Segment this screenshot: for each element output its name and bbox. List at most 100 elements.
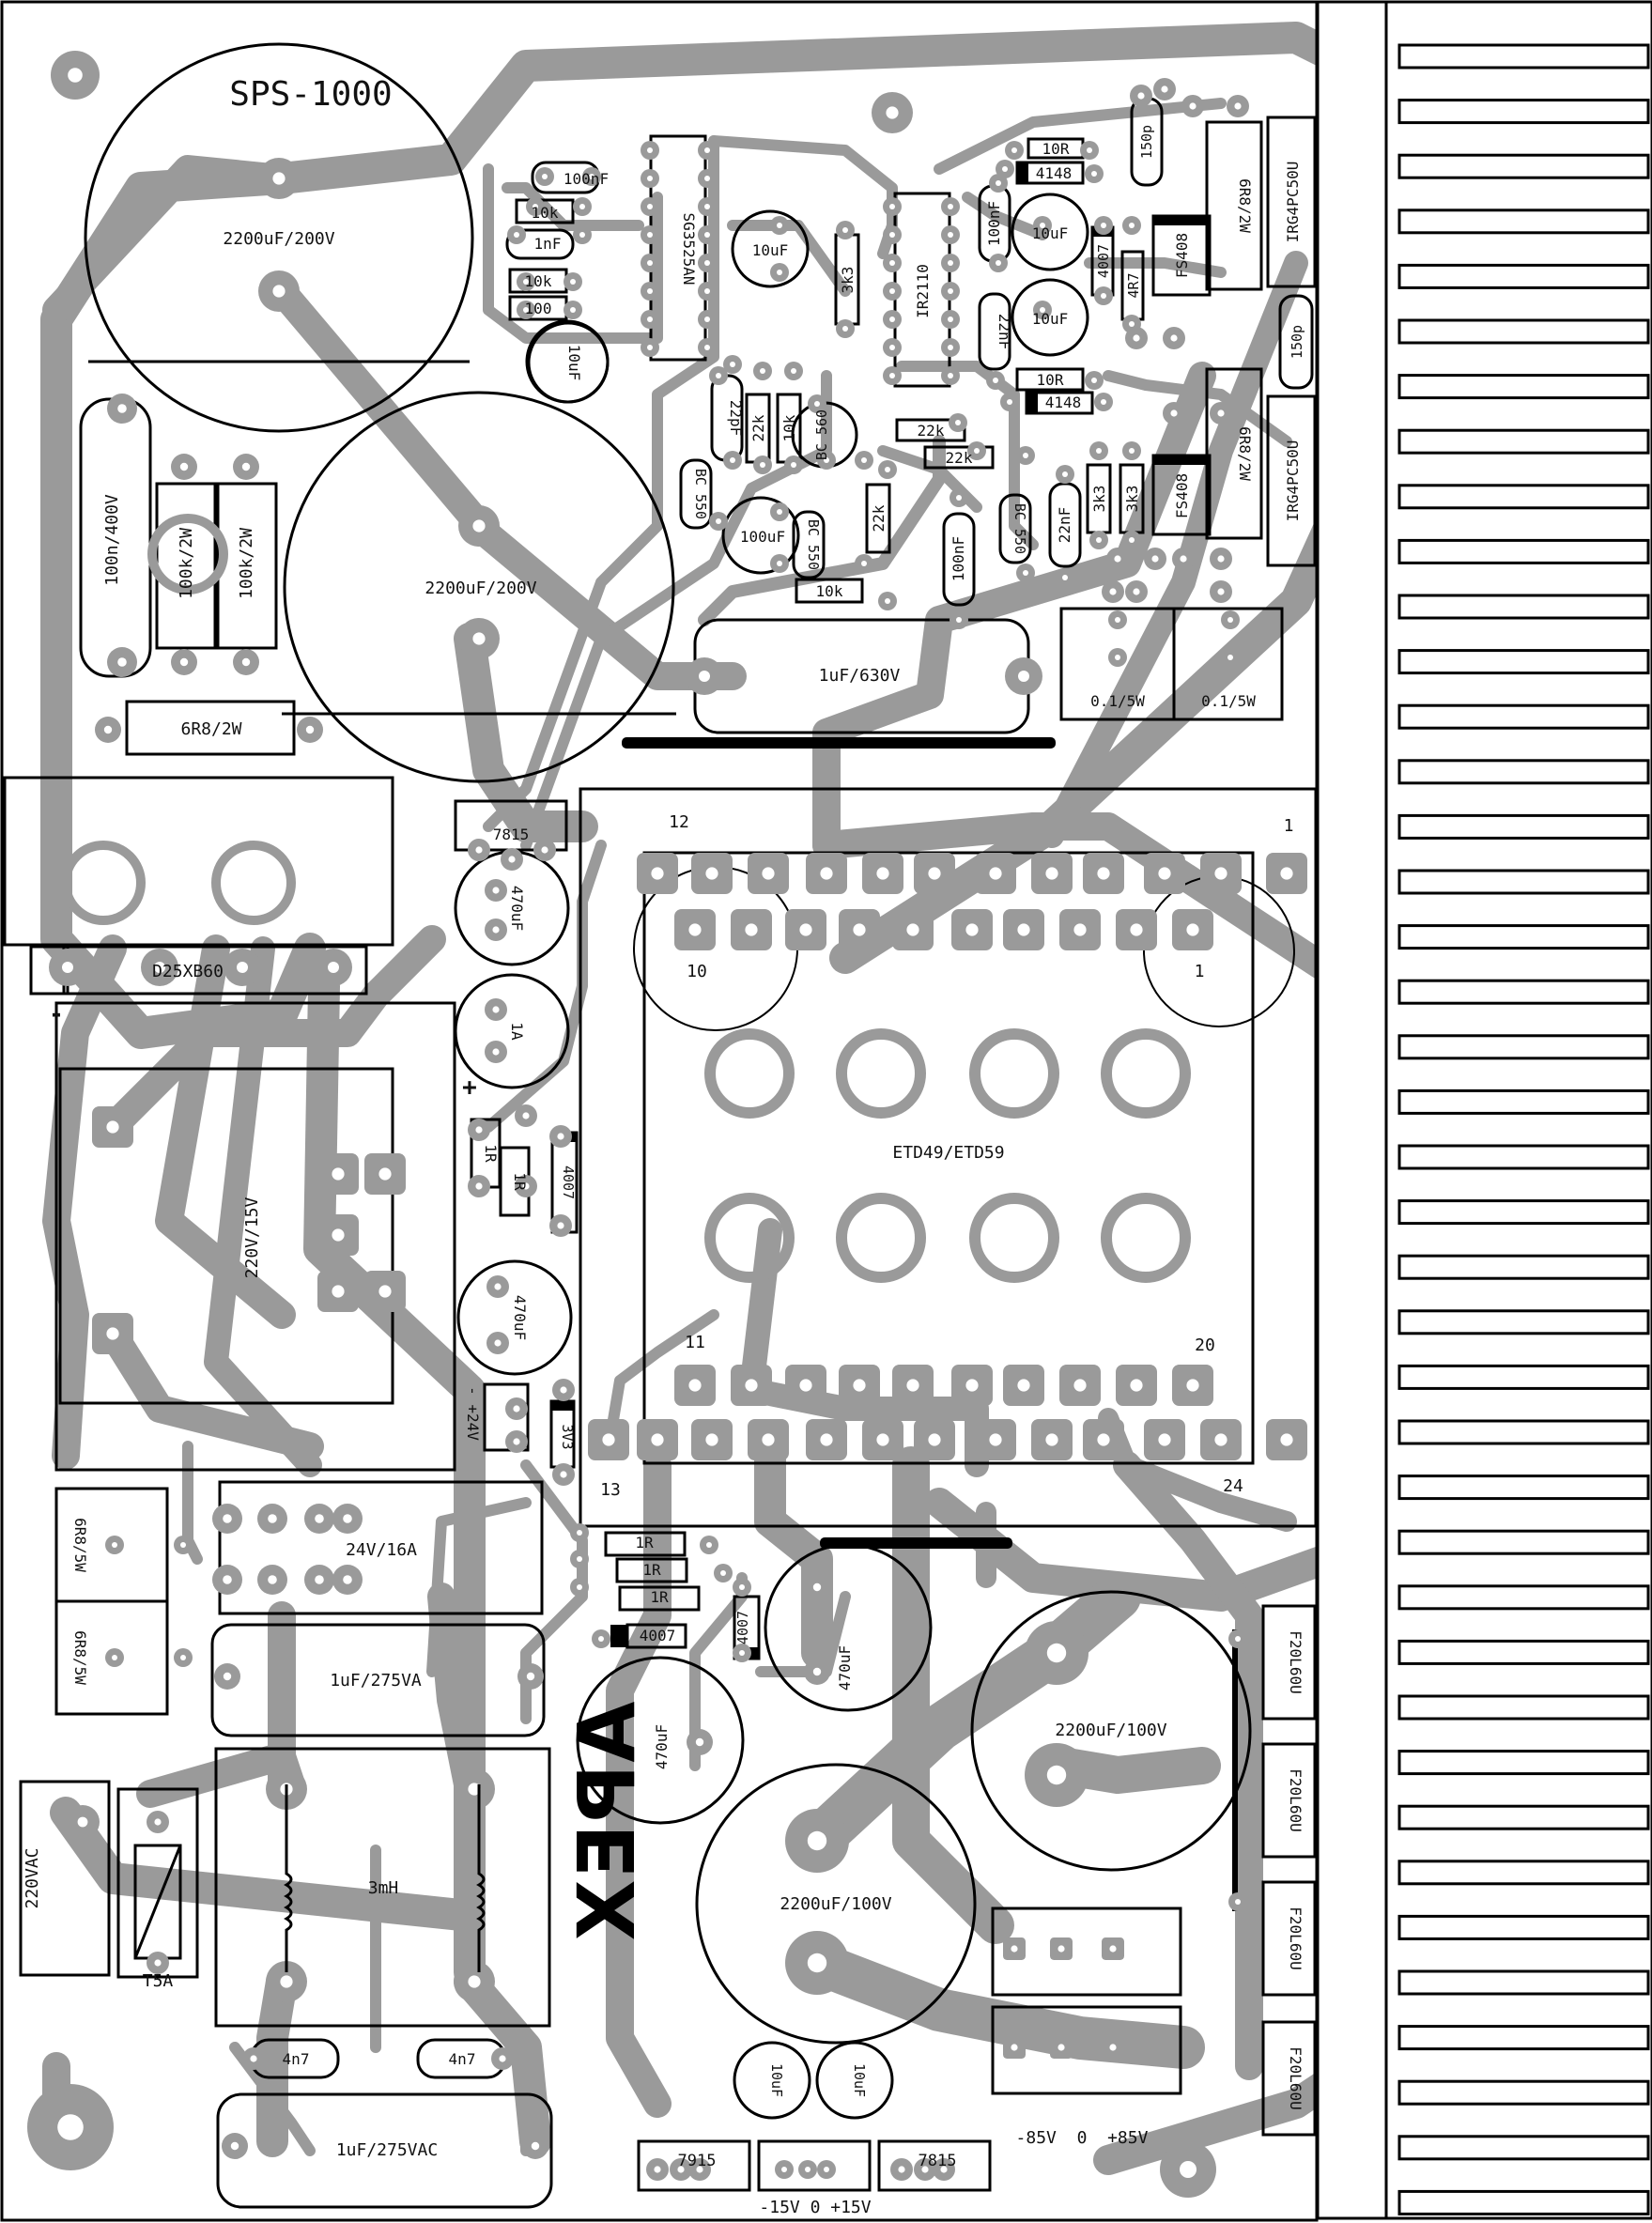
label-c-4n7-b: 4n7 — [449, 2050, 476, 2068]
pad — [486, 1275, 509, 1298]
label-out-lv: -15V 0 +15V — [759, 2198, 871, 2217]
pad — [883, 225, 902, 244]
pad — [967, 441, 986, 460]
pad — [485, 1041, 507, 1063]
pad — [212, 1565, 242, 1595]
pad — [364, 1153, 406, 1195]
pad — [1003, 909, 1044, 950]
heatsink-fin — [1397, 1144, 1650, 1170]
label-reg-7815-top: 7815 — [493, 826, 530, 843]
pad — [817, 451, 836, 470]
label-r-100: 100 — [525, 300, 552, 317]
label-c-22pf: 22pF — [727, 400, 745, 437]
label-pin-20: 20 — [1195, 1335, 1215, 1355]
pad — [552, 1463, 575, 1486]
pad — [785, 1365, 826, 1406]
pad — [454, 1768, 495, 1810]
heatsink-fin — [1397, 1584, 1650, 1611]
pad — [27, 2084, 114, 2170]
pad — [641, 225, 659, 244]
pad — [501, 848, 523, 871]
pad — [1089, 441, 1108, 460]
pad — [1228, 1892, 1247, 1911]
pad — [641, 310, 659, 329]
pad — [733, 1578, 751, 1597]
pad — [1125, 580, 1148, 603]
pad — [641, 254, 659, 272]
pad — [770, 216, 789, 235]
label-d-4007-top: 4007 — [1095, 244, 1112, 278]
pad — [1144, 548, 1166, 570]
pad — [592, 1629, 610, 1648]
pad — [107, 394, 137, 424]
pad — [304, 1504, 334, 1534]
heatsink-fin — [1397, 924, 1650, 950]
heatsink-fin — [1397, 759, 1650, 785]
label-d-4007-c: 4007 — [640, 1627, 676, 1644]
pad — [1172, 548, 1195, 570]
heatsink-fin — [1397, 208, 1650, 235]
pad — [174, 1536, 193, 1554]
pad — [698, 197, 717, 216]
pad — [804, 1659, 830, 1685]
pad — [1085, 164, 1104, 183]
label-pin-1: 1 — [1284, 816, 1294, 836]
pad — [1163, 327, 1185, 349]
pad — [1025, 1743, 1088, 1807]
pad — [1094, 393, 1113, 411]
pad — [49, 949, 86, 986]
label-r-6r8-5w-b: 6R8/5W — [71, 1630, 89, 1685]
pad — [1122, 315, 1141, 333]
pad — [1221, 648, 1240, 667]
heatsink-fin — [1397, 484, 1650, 510]
pad — [731, 909, 772, 950]
label-cap-100n400v: 100n/400V — [102, 494, 122, 586]
pad — [785, 1931, 849, 1995]
pad — [670, 2158, 692, 2181]
pad — [808, 394, 826, 413]
pad — [1181, 95, 1204, 117]
pad — [883, 338, 902, 357]
pad — [914, 1419, 955, 1460]
label-res-6r8-2w: 6R8/2W — [180, 719, 241, 739]
pad — [573, 197, 592, 216]
label-minus-sign: - — [49, 1000, 64, 1028]
pad — [317, 1271, 359, 1312]
pad — [1172, 1365, 1213, 1406]
label-bridge: D25XB60 — [152, 962, 224, 981]
pad — [1122, 441, 1141, 460]
pad — [1210, 402, 1232, 425]
label-c-470uf-d: 470uF — [836, 1645, 854, 1690]
pad — [1083, 1419, 1124, 1460]
pad — [257, 1504, 287, 1534]
pad — [691, 1419, 733, 1460]
label-q-irg-b: IRG4PC50U — [1284, 440, 1302, 522]
label-r-10k-2: 10k — [525, 272, 552, 290]
pad — [222, 2133, 248, 2159]
heatsink-fin — [1397, 2025, 1650, 2051]
pad — [105, 1648, 124, 1667]
pad — [1116, 1365, 1157, 1406]
pad — [1056, 568, 1074, 587]
pad — [1116, 909, 1157, 950]
label-r-1r-a: 1R — [482, 1144, 500, 1163]
label-q-bc550-a: BC 550 — [692, 469, 709, 519]
pad — [839, 909, 880, 950]
label-d-f20l60u-3: F20L60U — [1287, 1907, 1305, 1969]
pad — [883, 197, 902, 216]
pad — [862, 853, 903, 894]
pad — [836, 221, 855, 239]
pad — [700, 1536, 718, 1554]
pad — [883, 366, 902, 385]
label-r-1r-d: 1R — [642, 1561, 661, 1579]
pad — [468, 1175, 490, 1197]
pad — [174, 1648, 193, 1667]
label-r-10k-1: 10k — [532, 204, 559, 222]
pad — [468, 1119, 490, 1141]
pad — [317, 1214, 359, 1256]
label-r-10r-b: 10R — [1037, 371, 1064, 389]
label-r-6r8-2w-b: 6R8/2W — [1236, 426, 1254, 481]
pad — [806, 853, 847, 894]
pad — [1102, 1937, 1124, 1960]
pad — [1172, 909, 1213, 950]
